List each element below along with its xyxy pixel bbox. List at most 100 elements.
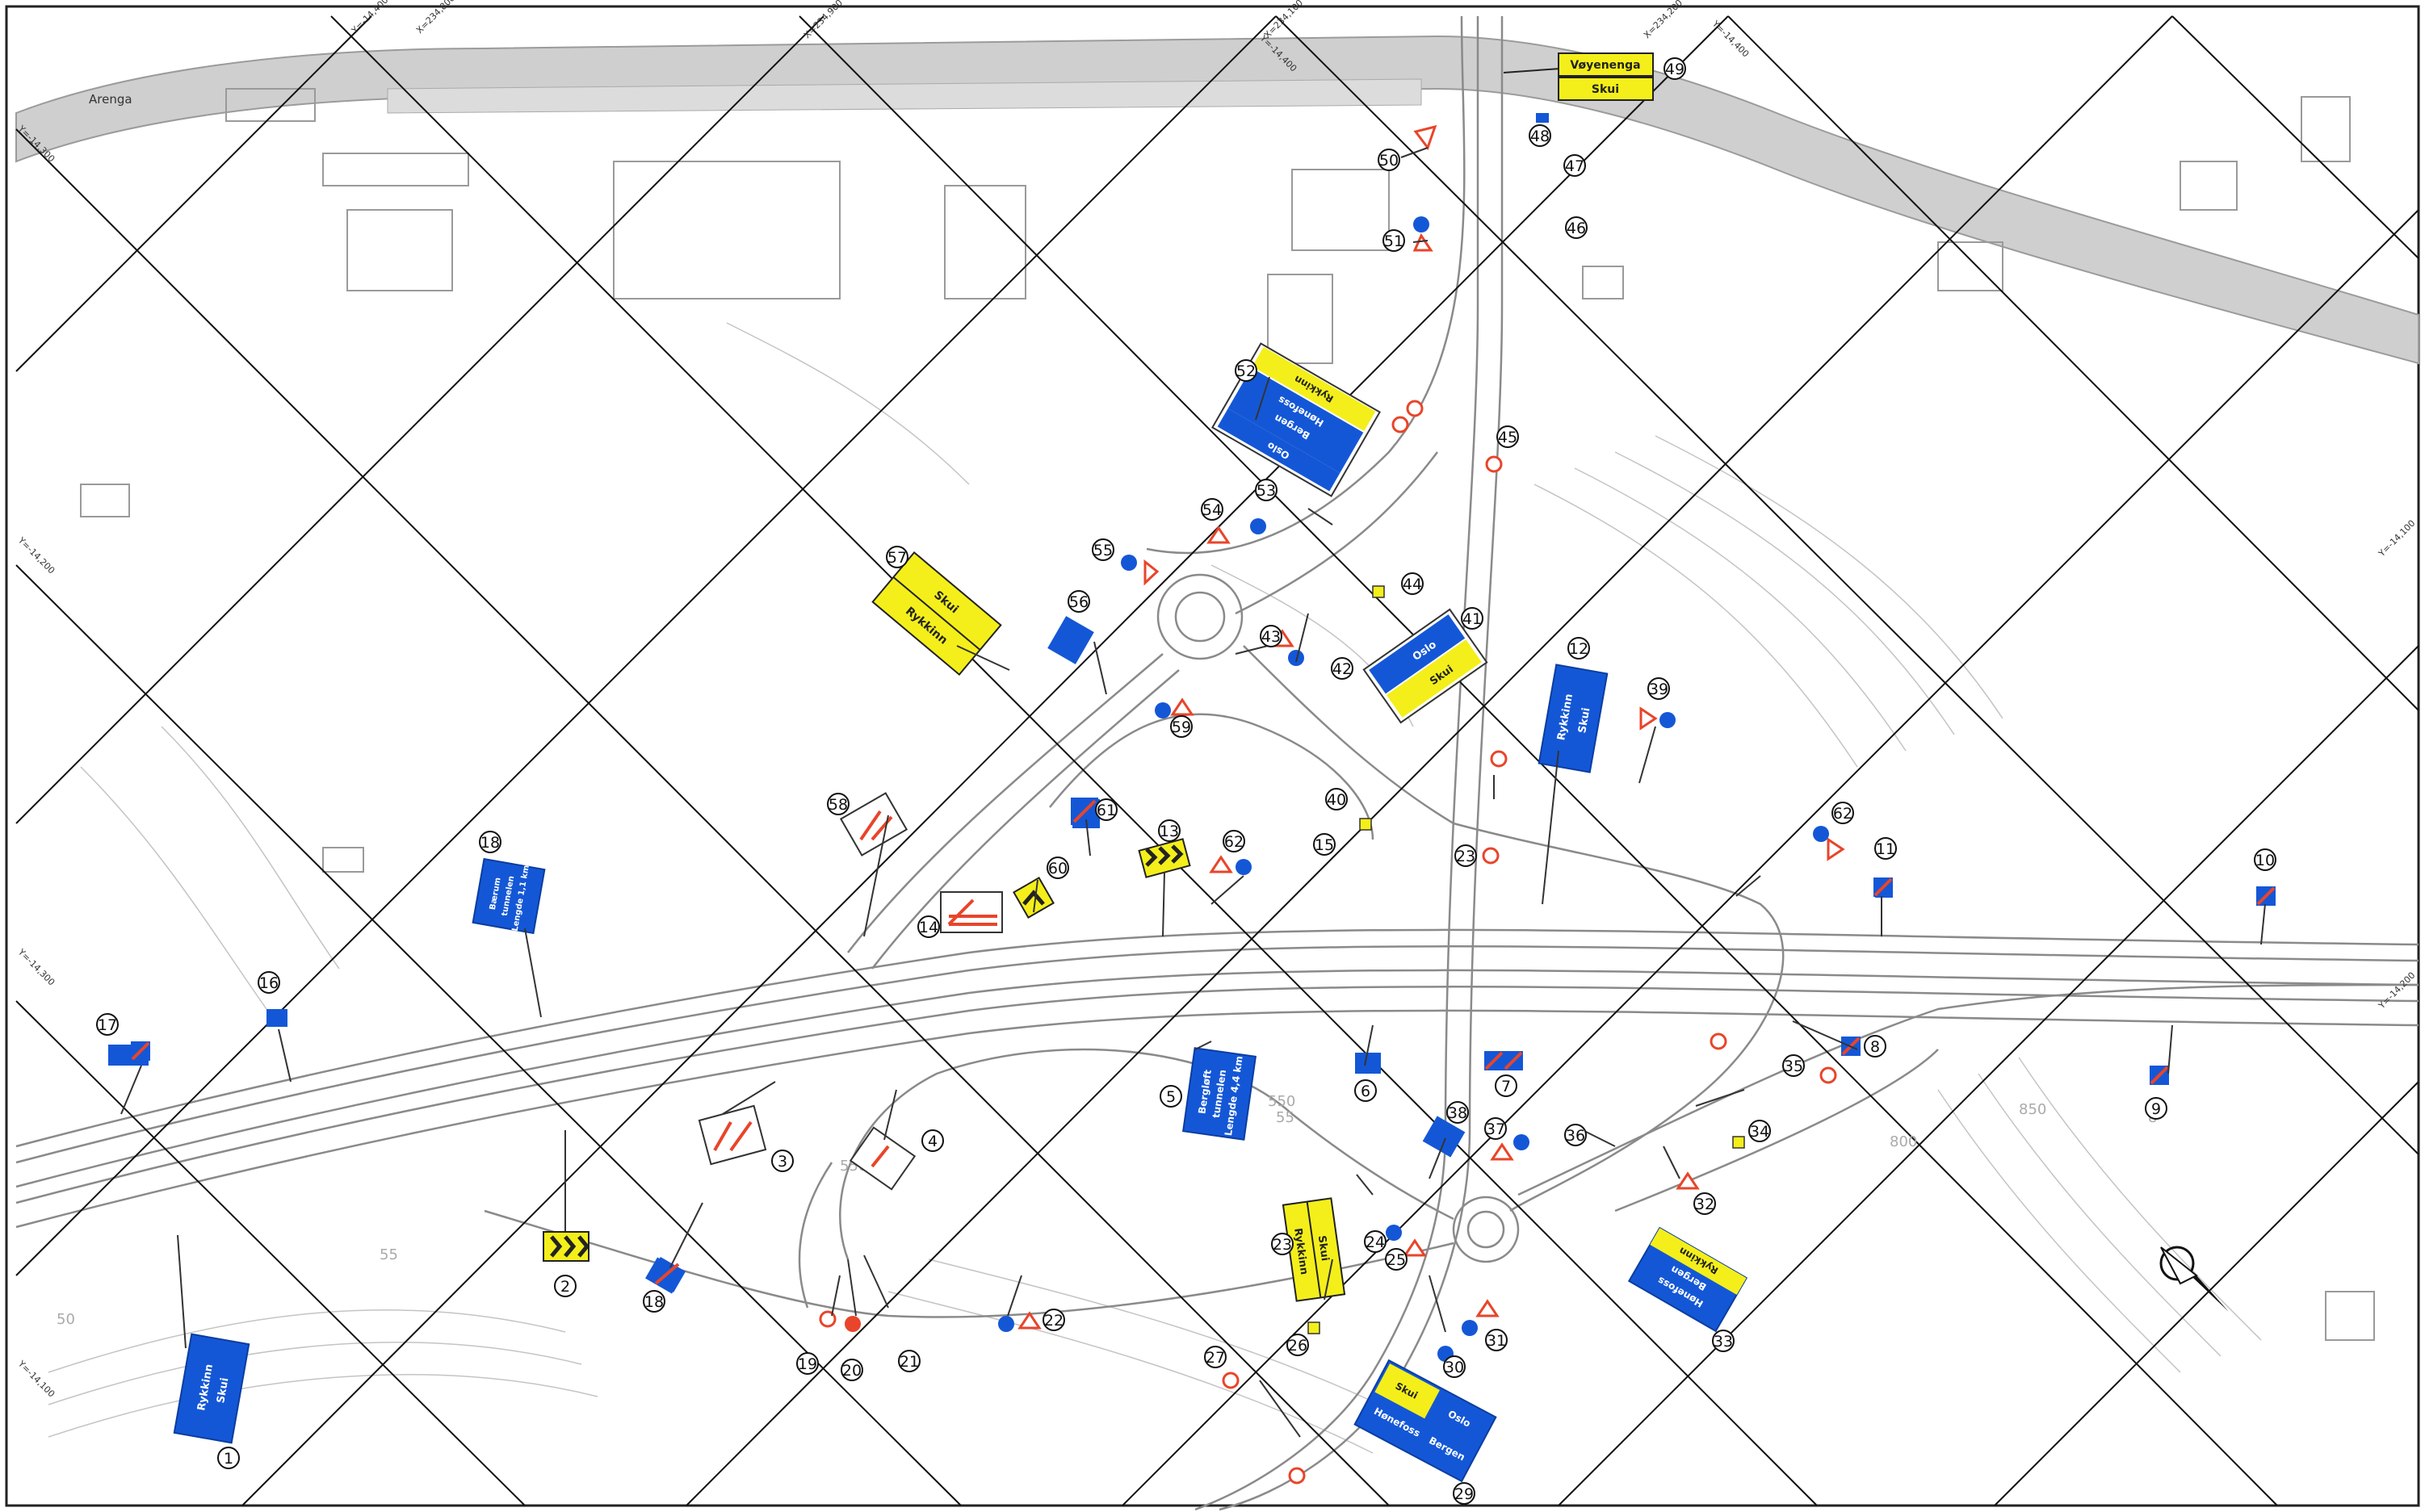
sign-18-tunnel[interactable]: Bærum tunnelen Lengde 1,1 km	[472, 857, 546, 935]
callout-number: 37	[1486, 1120, 1505, 1138]
callout-circle	[917, 915, 940, 938]
callout-number: 20	[842, 1362, 862, 1380]
place-label-arena: Arenga	[89, 92, 132, 107]
callout-number: 10	[2255, 852, 2275, 869]
callout-circle	[886, 546, 908, 568]
lane-signs	[698, 792, 1003, 1191]
callout-number: 3	[778, 1153, 787, 1171]
callout-circle	[841, 1359, 863, 1381]
callout-number: 15	[1315, 836, 1334, 854]
callout-circle	[479, 831, 501, 853]
sign-1-rykkinn-skui[interactable]: Rykkinn Skui	[173, 1333, 250, 1444]
callout-circle	[96, 1013, 119, 1036]
callout-circle	[1325, 788, 1348, 810]
callout-number: 42	[1332, 660, 1352, 678]
callout-number: 23	[1456, 848, 1475, 865]
contour-label: 55	[1276, 1109, 1294, 1126]
callout-circle	[1495, 1074, 1517, 1097]
callout-circle	[1564, 1124, 1587, 1146]
callout-number: 6	[1361, 1083, 1370, 1100]
sign-33-overhead[interactable]: Hønefoss Bergen Rykkinn	[1627, 1226, 1748, 1333]
callout-circle	[827, 793, 850, 815]
callout-number: 25	[1387, 1251, 1406, 1269]
callout-number: 11	[1876, 840, 1895, 858]
callout-circle	[1748, 1120, 1771, 1142]
callout-number: 7	[1501, 1078, 1511, 1095]
red-circle-signs	[819, 400, 1837, 1485]
callout-number: 23	[1273, 1236, 1292, 1254]
sign-12-skui: Skui	[1576, 707, 1592, 735]
callout-number: 58	[829, 796, 848, 814]
callout-number: 46	[1567, 220, 1586, 237]
callout-number: 2	[560, 1278, 570, 1296]
callout-circle	[1201, 498, 1223, 521]
callout-number: 43	[1261, 628, 1281, 646]
callout-number: 4	[928, 1133, 938, 1150]
callout-circle	[1563, 154, 1586, 177]
callout-number: 24	[1366, 1233, 1385, 1251]
callout-circle	[258, 971, 280, 994]
callout-circle	[1313, 833, 1336, 856]
callout-circle	[1484, 1117, 1507, 1140]
callout-circle	[1401, 572, 1424, 595]
callout-circle	[1831, 802, 1854, 824]
sign-49-vøyenenga-skui[interactable]: Vøyenenga Skui	[1503, 52, 1654, 101]
callout-circle	[1496, 425, 1519, 448]
callout-number: 32	[1695, 1196, 1714, 1213]
callout-circle	[1446, 1101, 1469, 1124]
callout-circle	[1158, 819, 1181, 842]
callout-circle	[1170, 715, 1193, 738]
callout-number: 13	[1160, 823, 1179, 840]
callout-number: 55	[1093, 542, 1113, 559]
callout-number: 45	[1498, 429, 1517, 446]
callout-number: 36	[1566, 1127, 1585, 1145]
buildings	[80, 88, 2375, 1341]
callout-number: 62	[1833, 805, 1852, 823]
callout-number: 61	[1097, 802, 1116, 819]
callout-circle	[1485, 1329, 1508, 1351]
callout-number: 40	[1327, 791, 1346, 809]
contour-label: 50	[57, 1311, 75, 1328]
callout-number: 21	[900, 1353, 919, 1371]
callout-circle	[1443, 1355, 1466, 1378]
callout-circle	[1461, 607, 1483, 630]
callout-number: 35	[1784, 1058, 1803, 1075]
callout-circle	[1286, 1334, 1309, 1356]
contour-label: 850	[2019, 1101, 2046, 1118]
map-frame	[5, 5, 2420, 1507]
callout-circle	[1712, 1330, 1735, 1352]
callout-circle	[1223, 830, 1245, 852]
yellow-markers	[1307, 585, 1745, 1334]
sign-52-overhead[interactable]: Rykkinn Hønefoss Bergen Oslo	[1211, 342, 1381, 497]
callout-circle	[1043, 1309, 1065, 1331]
chevron-signs	[543, 838, 1191, 1262]
sign-1-skui: Skui	[215, 1377, 231, 1405]
callout-number: 59	[1172, 718, 1191, 736]
sign-12-rykkinn-skui[interactable]: Rykkinn Skui	[1538, 664, 1609, 773]
callout-circle	[1235, 359, 1257, 382]
callout-number: 26	[1288, 1337, 1307, 1355]
callout-number: 53	[1257, 482, 1276, 500]
sign-41-oslo-skui[interactable]: Oslo Skui	[1362, 608, 1488, 724]
sign-5-tunnel[interactable]: Bergløft tunnelen Lengde 4,4 km	[1182, 1047, 1257, 1141]
callout-number: 27	[1206, 1349, 1225, 1367]
callout-number: 62	[1224, 833, 1244, 851]
callout-circle	[771, 1150, 794, 1172]
motorway	[15, 928, 2419, 1229]
callout-number: 9	[2151, 1100, 2161, 1118]
callout-number: 56	[1069, 593, 1089, 611]
callout-number: 18	[644, 1293, 664, 1311]
callout-number: 22	[1044, 1312, 1064, 1330]
callout-circle	[2145, 1097, 2167, 1120]
no-parking-signs	[131, 798, 2276, 1292]
callout-circle	[1378, 149, 1400, 171]
river	[15, 35, 2419, 365]
callout-circle	[2254, 848, 2276, 871]
callout-circle	[1664, 57, 1686, 80]
sign-29-overhead[interactable]: Skui Oslo Hønefoss Bergen	[1353, 1359, 1497, 1483]
callout-number: 57	[887, 549, 907, 567]
callout-number: 38	[1448, 1104, 1467, 1122]
contour-label: 55	[380, 1246, 398, 1263]
